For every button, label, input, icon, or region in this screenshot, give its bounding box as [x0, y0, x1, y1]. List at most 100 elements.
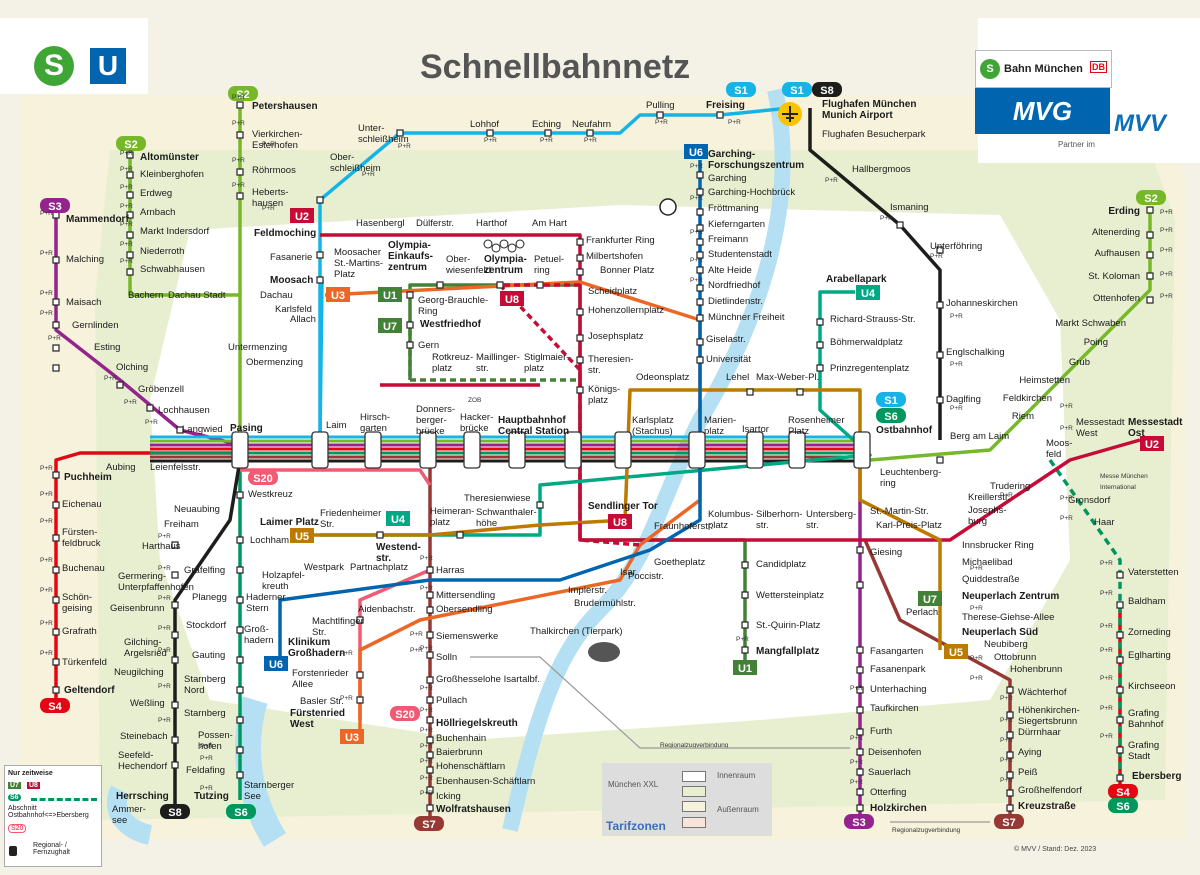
- station-hasenbergl[interactable]: Hasenbergl: [356, 218, 405, 229]
- station-dot[interactable]: [796, 388, 804, 396]
- station-aidenbachstr[interactable]: Aidenbachstr.: [358, 604, 416, 615]
- line-badge-u2[interactable]: U2: [1140, 436, 1164, 451]
- station-arnbach[interactable]: Arnbach: [140, 207, 175, 218]
- station-dot[interactable]: [126, 231, 134, 239]
- station-dot[interactable]: [426, 566, 434, 574]
- station-feldkirchen[interactable]: Feldkirchen: [1003, 393, 1052, 404]
- station-dot[interactable]: [1116, 631, 1124, 639]
- line-badge-s1[interactable]: S1: [876, 392, 906, 407]
- station-gauting[interactable]: Gauting: [192, 650, 225, 661]
- station-olympia-einkauf[interactable]: Olympia-Einkaufs-zentrum: [388, 240, 433, 273]
- line-badge-u6[interactable]: U6: [684, 144, 708, 159]
- station-ottenhofen[interactable]: Ottenhofen: [1093, 293, 1140, 304]
- line-badge-s2[interactable]: S2: [228, 86, 258, 101]
- station-mittersendling[interactable]: Mittersendling: [436, 590, 495, 601]
- station-dot[interactable]: [126, 171, 134, 179]
- station-dot[interactable]: [316, 196, 324, 204]
- station-gronsdorf[interactable]: Gronsdorf: [1068, 495, 1111, 506]
- station-dot[interactable]: [52, 566, 60, 574]
- station-dot[interactable]: [52, 628, 60, 636]
- station-dot[interactable]: [856, 768, 864, 776]
- station-dot[interactable]: [576, 334, 584, 342]
- station-olching[interactable]: Olching: [116, 362, 148, 373]
- station-unterhaching[interactable]: Unterhaching: [870, 684, 927, 695]
- station-hohenschaeftlarn[interactable]: Hohenschäftlarn: [436, 761, 505, 772]
- station-altomuenster[interactable]: Altomünster: [140, 152, 199, 163]
- station-furth[interactable]: Furth: [870, 726, 892, 737]
- station-donnersberger[interactable]: Donners-berger-brücke: [416, 404, 455, 437]
- station-untermenzing[interactable]: Untermenzing: [228, 342, 287, 353]
- station-unterschleissheim[interactable]: Unter-schleißheim: [358, 123, 409, 145]
- station-geisenbrunn[interactable]: Geisenbrunn: [110, 603, 164, 614]
- station-dot[interactable]: [696, 338, 704, 346]
- station-kreillerstr[interactable]: Kreillerstr.: [968, 492, 1010, 503]
- station-duernhaar[interactable]: Dürrnhaar: [1018, 727, 1061, 738]
- station-dot[interactable]: [426, 631, 434, 639]
- station-tuerkenfeld[interactable]: Türkenfeld: [62, 657, 107, 668]
- station-aufhausen[interactable]: Aufhausen: [1095, 248, 1140, 259]
- station-dot[interactable]: [856, 581, 864, 589]
- station-dot[interactable]: [171, 761, 179, 769]
- station-dot[interactable]: [52, 658, 60, 666]
- station-oberwiesenfeld[interactable]: Ober-wiesenfeld: [445, 254, 491, 276]
- station-dot[interactable]: [1116, 716, 1124, 724]
- station-dot[interactable]: [176, 426, 184, 434]
- station-isartor[interactable]: Isartor: [742, 424, 769, 435]
- station-duelferstr[interactable]: Dülferstr.: [416, 218, 454, 229]
- line-badge-s2[interactable]: S2: [116, 136, 146, 151]
- station-dot[interactable]: [426, 651, 434, 659]
- interchange-box[interactable]: [853, 431, 871, 469]
- line-badge-s8[interactable]: S8: [160, 804, 190, 819]
- station-maisach[interactable]: Maisach: [66, 297, 101, 308]
- station-giesing[interactable]: Giesing: [870, 547, 902, 558]
- station-dot[interactable]: [486, 129, 494, 137]
- station-tutzing[interactable]: Tutzing: [194, 791, 229, 802]
- station-quiddestr[interactable]: Quiddestraße: [962, 574, 1020, 585]
- station-dot[interactable]: [1006, 804, 1014, 812]
- station-froettmaning[interactable]: Fröttmaning: [708, 203, 759, 214]
- station-dot[interactable]: [126, 151, 134, 159]
- station-malching[interactable]: Malching: [66, 254, 104, 265]
- station-muenchner-freiheit[interactable]: Münchner Freiheit: [708, 312, 785, 323]
- station-dot[interactable]: [1146, 206, 1154, 214]
- station-ismaning[interactable]: Ismaning: [890, 202, 929, 213]
- station-dot[interactable]: [741, 591, 749, 599]
- station-dot[interactable]: [936, 396, 944, 404]
- interchange-box[interactable]: [746, 431, 764, 469]
- station-giselastr[interactable]: Giselastr.: [706, 334, 746, 345]
- station-dot[interactable]: [576, 386, 584, 394]
- station-dot[interactable]: [696, 298, 704, 306]
- station-perlach[interactable]: Perlach: [906, 607, 938, 618]
- station-sauerlach[interactable]: Sauerlach: [868, 767, 911, 778]
- station-moosfeld[interactable]: Moos-feld: [1046, 438, 1072, 460]
- station-fasanerie[interactable]: Fasanerie: [270, 252, 312, 263]
- station-st-martin-str[interactable]: St.-Martin-Str.: [870, 506, 929, 517]
- station-dot[interactable]: [171, 571, 179, 579]
- station-planegg[interactable]: Planegg: [192, 592, 227, 603]
- station-dot[interactable]: [856, 706, 864, 714]
- station-wessling[interactable]: Weßling: [130, 698, 165, 709]
- station-fasangarten[interactable]: Fasangarten: [870, 646, 923, 657]
- station-dot[interactable]: [576, 356, 584, 364]
- station-trudering[interactable]: Trudering: [990, 481, 1030, 492]
- station-dot[interactable]: [816, 364, 824, 372]
- station-dot[interactable]: [126, 251, 134, 259]
- line-badge-s2[interactable]: S2: [1136, 190, 1166, 205]
- station-holzkirchen[interactable]: Holzkirchen: [870, 803, 927, 814]
- station-dot[interactable]: [496, 281, 504, 289]
- station-lehel[interactable]: Lehel: [726, 372, 749, 383]
- station-dot[interactable]: [236, 626, 244, 634]
- station-possenhofen[interactable]: Possen-hofen: [198, 730, 233, 752]
- station-dot[interactable]: [936, 456, 944, 464]
- station-prinzregenten[interactable]: Prinzregentenplatz: [830, 363, 909, 374]
- station-dot[interactable]: [316, 276, 324, 284]
- station-dot[interactable]: [52, 534, 60, 542]
- station-erding[interactable]: Erding: [1108, 206, 1140, 217]
- station-therese-giehse[interactable]: Therese-Giehse-Allee: [962, 612, 1054, 623]
- station-vierkirchen[interactable]: Vierkirchen-Esterhofen: [252, 129, 303, 151]
- station-deisenhofen[interactable]: Deisenhofen: [868, 747, 921, 758]
- station-groebenzell[interactable]: Gröbenzell: [138, 384, 184, 395]
